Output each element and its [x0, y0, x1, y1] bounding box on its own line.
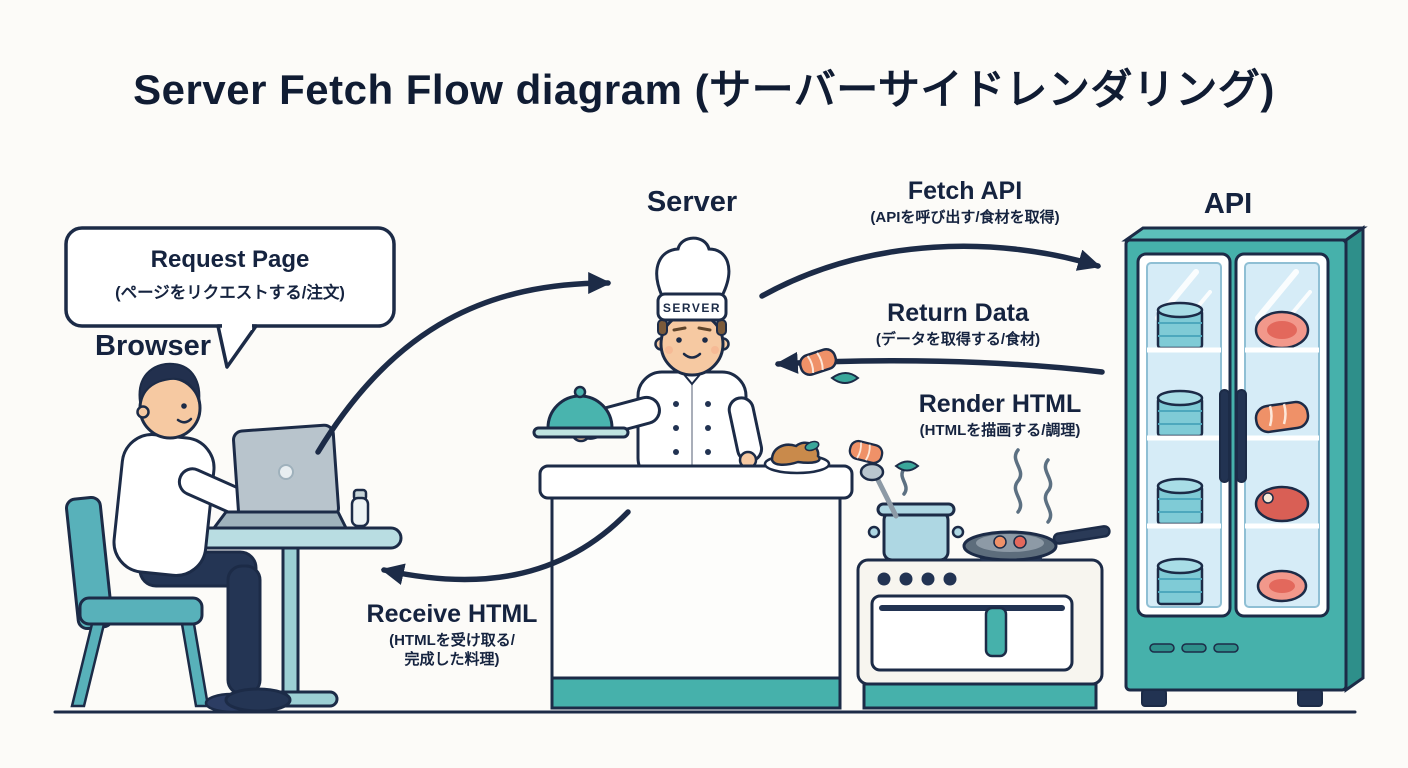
cloche: [532, 385, 630, 439]
table-pedestal: [281, 544, 300, 696]
ear: [136, 405, 150, 419]
ingredient-salmon: [848, 439, 884, 465]
pan-handle: [1052, 525, 1111, 545]
fetch-api-label-ja: (APIを呼び出す/食材を取得): [870, 208, 1060, 226]
page-title: Server Fetch Flow diagram (サーバーサイドレンダリング…: [133, 66, 1275, 113]
render-html-label-ja: (HTMLを描画する/調理): [919, 421, 1081, 439]
mouth: [682, 352, 702, 359]
meat-item: [1254, 485, 1310, 523]
torso: [112, 433, 216, 577]
return-data-step: Return Data (データを取得する/食材): [838, 297, 1078, 349]
vent: [1181, 643, 1207, 653]
fetch-api-label: Fetch API: [907, 177, 1023, 205]
oven-door: [870, 594, 1074, 672]
receive-html-step: Receive HTML (HTMLを受け取る/ 完成した料理): [332, 598, 572, 670]
chef-hat-label: SERVER: [663, 301, 721, 315]
laptop-logo: [278, 464, 294, 480]
fridge-door-right: [1234, 252, 1330, 618]
render-html-label: Render HTML: [918, 390, 1082, 418]
hair: [138, 362, 201, 403]
salt-shaker: [350, 488, 370, 528]
laptop: [211, 423, 349, 530]
chair: [65, 495, 210, 708]
steam: [900, 448, 1053, 524]
canister: [1156, 389, 1204, 438]
ingredient-leaf: [830, 372, 860, 384]
browser-label: Browser: [95, 330, 212, 362]
laptop-base: [211, 510, 349, 530]
hair: [657, 319, 668, 336]
server-label: Server: [646, 186, 738, 218]
ingredient-spoon: [859, 462, 899, 519]
shoe: [224, 687, 292, 713]
stove-knob: [877, 572, 891, 586]
ingredient-salmon: [798, 348, 838, 376]
table-top: [183, 526, 403, 550]
fridge-handle: [1236, 389, 1247, 483]
ingredient-leaf: [894, 460, 920, 472]
canister: [1156, 301, 1204, 350]
cloche-knob: [573, 385, 587, 399]
counter-front: [550, 494, 842, 684]
vent: [1213, 643, 1239, 653]
eye: [181, 403, 187, 409]
request-page-label: Request Page: [150, 246, 310, 273]
counter-top: [538, 464, 854, 500]
vent: [1149, 643, 1175, 653]
stove-knob: [921, 572, 935, 586]
speech-bubble: [64, 226, 396, 369]
request-page-bubble: Request Page (ページをリクエストする/注文): [70, 246, 390, 303]
receive-html-label: Receive HTML: [366, 600, 538, 628]
stove-knob: [899, 572, 913, 586]
eye: [676, 337, 682, 343]
cloche-dome: [546, 394, 614, 430]
stove: [856, 448, 1111, 710]
render-html-step: Render HTML (HTMLを描画する/調理): [880, 388, 1120, 440]
chef-hat: SERVER: [655, 236, 731, 322]
chef-server: SERVER: [532, 236, 764, 484]
eye: [702, 337, 708, 343]
frying-pan: [962, 525, 1111, 562]
fridge-foot: [1141, 689, 1167, 707]
api-label: API: [1203, 188, 1253, 220]
receive-html-label-ja1: (HTMLを受け取る/: [389, 631, 515, 649]
fridge-top: [1121, 226, 1368, 242]
arrow-request-page: [315, 272, 612, 455]
receive-html-label-ja2: 完成した料理): [404, 651, 500, 668]
arrow-receive-html: [380, 509, 631, 585]
meat-item: [1254, 400, 1310, 434]
stove-base: [862, 682, 1098, 710]
hair: [716, 319, 727, 336]
eyebrow: [672, 326, 687, 332]
mouth: [176, 417, 193, 424]
fridge-handle: [1219, 389, 1230, 483]
fridge-side: [1344, 225, 1365, 693]
fridge-api: [1121, 225, 1368, 707]
meat-item: [1254, 310, 1310, 350]
meat-item: [1256, 569, 1308, 603]
chef-head: [659, 311, 725, 377]
return-data-label: Return Data: [887, 299, 1029, 327]
food-plate: [763, 440, 831, 475]
chair-leg: [180, 622, 210, 708]
return-data-label-ja: (データを取得する/食材): [875, 330, 1041, 348]
chair-seat: [78, 596, 204, 626]
eyebrow: [697, 326, 712, 332]
stove-knob: [943, 572, 957, 586]
towel: [984, 606, 1008, 658]
canister: [1156, 477, 1204, 526]
fridge-door-left: [1136, 252, 1232, 618]
chair-leg: [70, 622, 106, 708]
fridge-foot: [1297, 689, 1323, 707]
canister: [1156, 557, 1204, 606]
counter-base: [550, 676, 842, 710]
table: [183, 526, 403, 708]
counter: [538, 440, 854, 710]
request-page-label-ja: (ページをリクエストする/注文): [115, 284, 345, 302]
fetch-api-step: Fetch API (APIを呼び出す/食材を取得): [845, 175, 1085, 227]
pot: [867, 502, 965, 562]
arrow-fetch-api: [759, 243, 1102, 299]
